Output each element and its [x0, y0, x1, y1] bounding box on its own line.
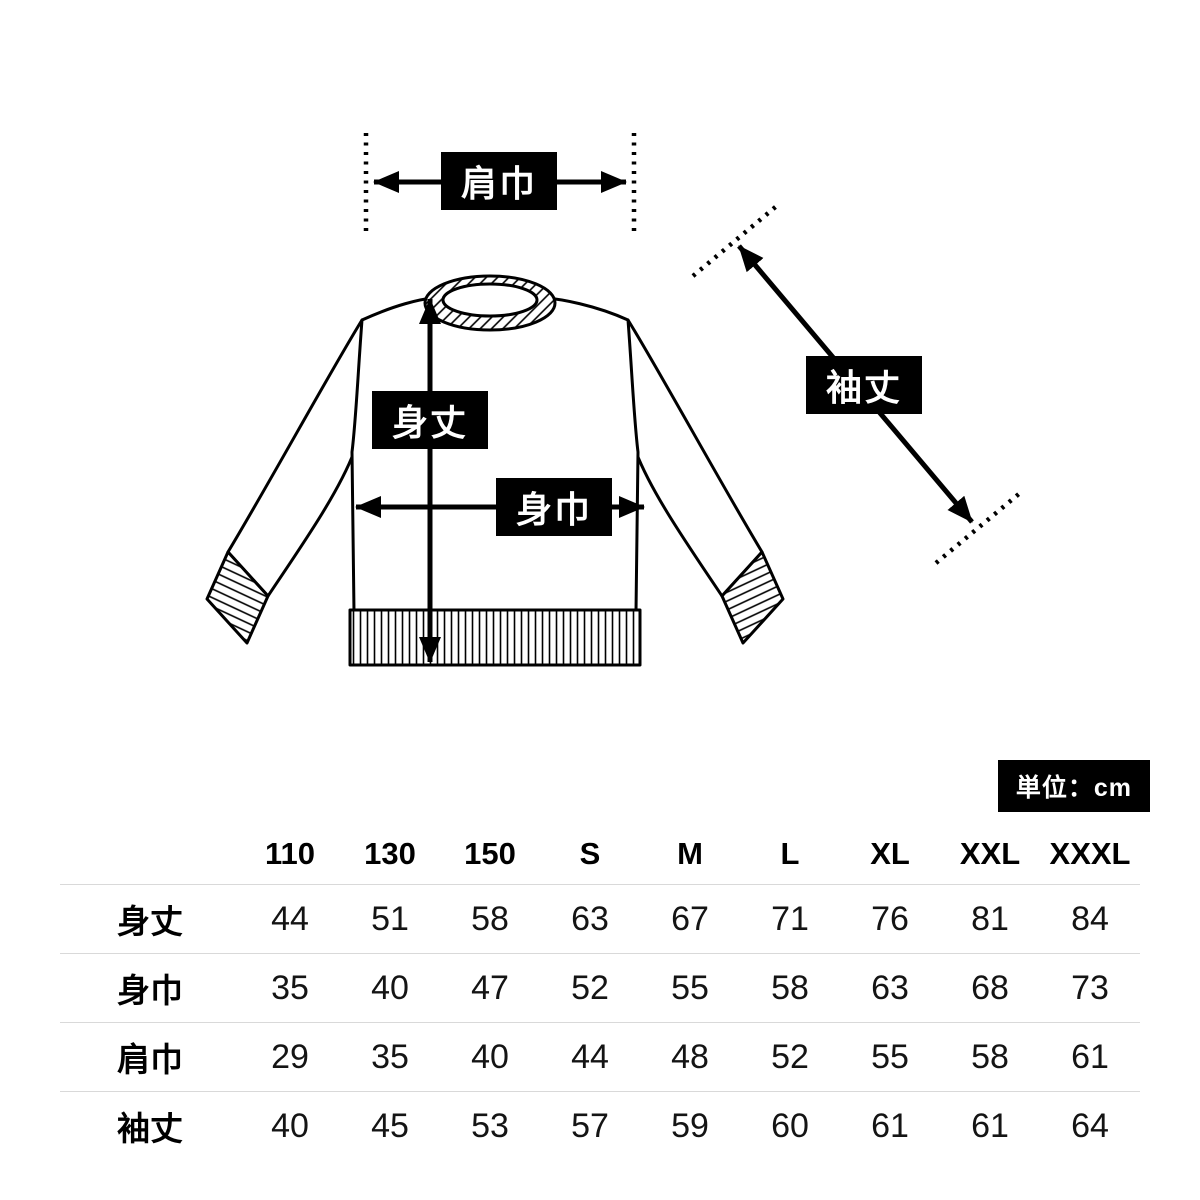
size-value-cell: 55 [871, 1037, 909, 1076]
size-column-header: M [677, 836, 703, 871]
measurement-row-label: 袖丈 [117, 1110, 183, 1147]
size-value-cell: 48 [671, 1037, 709, 1076]
size-value-cell: 53 [471, 1106, 509, 1145]
size-column-header: 110 [264, 836, 315, 871]
size-column-header: S [579, 836, 601, 871]
size-column-header: L [780, 836, 800, 871]
size-value-cell: 61 [871, 1106, 909, 1145]
size-value-cell: 58 [771, 968, 809, 1007]
size-value-cell: 84 [1071, 899, 1109, 938]
size-value-cell: 61 [971, 1106, 1009, 1145]
shoulder-width-label: 肩巾 [441, 152, 557, 210]
size-value-cell: 60 [771, 1106, 809, 1145]
measurement-row-label: 身巾 [117, 972, 183, 1009]
size-value-cell: 61 [1071, 1037, 1109, 1076]
size-table-row: 袖丈 40 45 53 57 59 60 61 61 64 [60, 1091, 1140, 1161]
measurement-row-label: 身丈 [117, 903, 183, 940]
sweatshirt-drawing [205, 274, 785, 667]
size-column-header: XL [870, 836, 910, 871]
size-column-header: 150 [464, 836, 516, 871]
size-value-cell: 73 [1071, 968, 1109, 1007]
size-value-cell: 51 [371, 899, 409, 938]
collar-inner [441, 282, 539, 318]
size-value-cell: 45 [371, 1106, 409, 1145]
right-cuff [720, 550, 785, 645]
size-value-cell: 40 [271, 1106, 309, 1145]
hem-ribbing [348, 608, 642, 667]
size-value-cell: 44 [571, 1037, 609, 1076]
size-value-cell: 44 [271, 899, 309, 938]
measurement-row-label: 肩巾 [117, 1041, 183, 1078]
left-cuff [205, 550, 270, 645]
corner-cell [60, 824, 240, 885]
sleeve-guide-top [691, 202, 781, 278]
body-length-label: 身丈 [372, 391, 488, 449]
size-table-row: 身巾 35 40 47 52 55 58 63 68 73 [60, 953, 1140, 1023]
size-value-cell: 35 [271, 968, 309, 1007]
size-value-cell: 35 [371, 1037, 409, 1076]
size-value-cell: 67 [671, 899, 709, 938]
size-value-cell: 63 [571, 899, 609, 938]
size-value-cell: 68 [971, 968, 1009, 1007]
size-value-cell: 63 [871, 968, 909, 1007]
size-value-cell: 52 [571, 968, 609, 1007]
size-value-cell: 58 [971, 1037, 1009, 1076]
size-value-cell: 76 [871, 899, 909, 938]
sleeve-guide-bottom [934, 491, 1022, 565]
sleeve-length-label: 袖丈 [806, 356, 922, 414]
size-value-cell: 40 [371, 968, 409, 1007]
size-value-cell: 29 [271, 1037, 309, 1076]
size-value-cell: 64 [1071, 1106, 1109, 1145]
size-table-row: 肩巾 29 35 40 44 48 52 55 58 61 [60, 1022, 1140, 1092]
size-column-header: 130 [364, 836, 416, 871]
size-value-cell: 59 [671, 1106, 709, 1145]
size-column-header: XXXL [1049, 836, 1131, 871]
size-value-cell: 81 [971, 899, 1009, 938]
size-value-cell: 55 [671, 968, 709, 1007]
size-table-row: 身丈 44 51 58 63 67 71 76 81 84 [60, 884, 1140, 954]
size-column-header: XXL [959, 836, 1021, 871]
size-value-cell: 57 [571, 1106, 609, 1145]
body-panel [350, 296, 640, 614]
size-value-cell: 52 [771, 1037, 809, 1076]
size-value-cell: 40 [471, 1037, 509, 1076]
size-table: 110 130 150 S M L XL XXL XXXL 身丈 44 51 58 63 67 71 76 81… [60, 824, 1140, 1160]
body-width-label: 身巾 [496, 478, 612, 536]
size-value-cell: 47 [471, 968, 509, 1007]
size-value-cell: 71 [771, 899, 809, 938]
size-table-header-row: 110 130 150 S M L XL XXL XXXL [60, 824, 1140, 885]
size-value-cell: 58 [471, 899, 509, 938]
unit-badge: 単位：cm [997, 760, 1150, 812]
size-table-body: 身丈 44 51 58 63 67 71 76 81 84 身巾 35 40 47 52 55 58 63 68 73… [60, 884, 1140, 1161]
right-sleeve [626, 318, 764, 598]
garment-diagram [205, 133, 1022, 667]
left-sleeve [226, 318, 364, 598]
